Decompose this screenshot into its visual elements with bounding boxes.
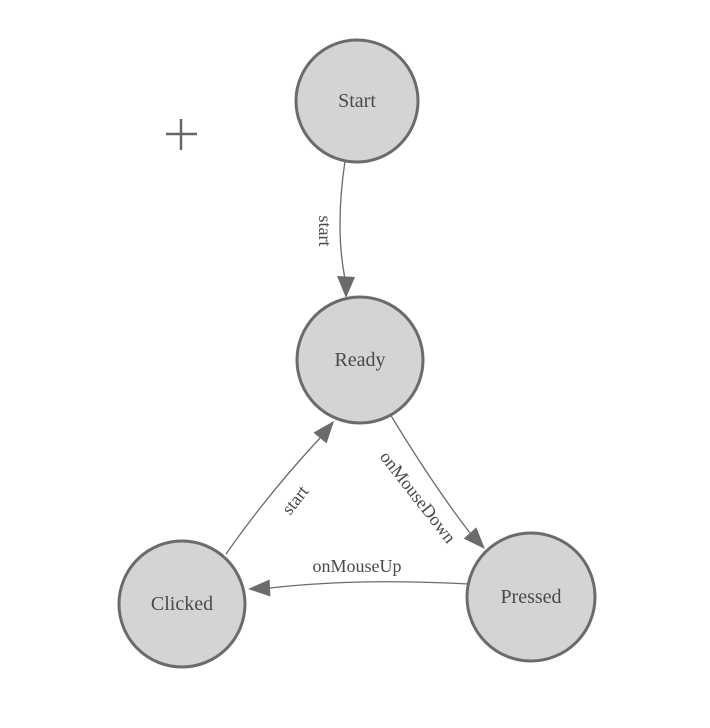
state-node-ready[interactable]: Ready [295, 295, 425, 425]
edge-path[interactable] [339, 160, 346, 280]
edge-label: onMouseDown [376, 447, 460, 547]
edge-start-to-ready[interactable]: start [315, 160, 355, 298]
state-node-start[interactable]: Start [294, 38, 420, 164]
arrowhead-icon [463, 527, 485, 549]
edge-path[interactable] [225, 437, 321, 555]
state-node-clicked[interactable]: Clicked [117, 539, 247, 669]
arrowhead-icon [313, 421, 334, 444]
node-circle[interactable] [465, 531, 597, 663]
arrowhead-icon [248, 579, 271, 597]
node-circle[interactable] [294, 38, 420, 164]
edge-path[interactable] [389, 413, 471, 534]
edge-label: start [278, 482, 313, 519]
edge-ready-to-pressed[interactable]: onMouseDown [376, 413, 485, 549]
edge-label: start [315, 216, 335, 247]
node-circle[interactable] [117, 539, 247, 669]
edge-path[interactable] [269, 581, 470, 589]
state-node-pressed[interactable]: Pressed [465, 531, 597, 663]
node-circle[interactable] [295, 295, 425, 425]
node-label: Pressed [500, 586, 561, 608]
edge-pressed-to-clicked[interactable]: onMouseUp [248, 556, 470, 597]
node-label: Ready [334, 349, 385, 371]
plus-icon [166, 119, 197, 150]
node-label: Clicked [151, 593, 213, 615]
edge-label: onMouseUp [313, 556, 402, 576]
edge-clicked-to-ready[interactable]: start [225, 421, 334, 555]
node-label: Start [338, 90, 376, 112]
arrowhead-icon [337, 276, 355, 298]
